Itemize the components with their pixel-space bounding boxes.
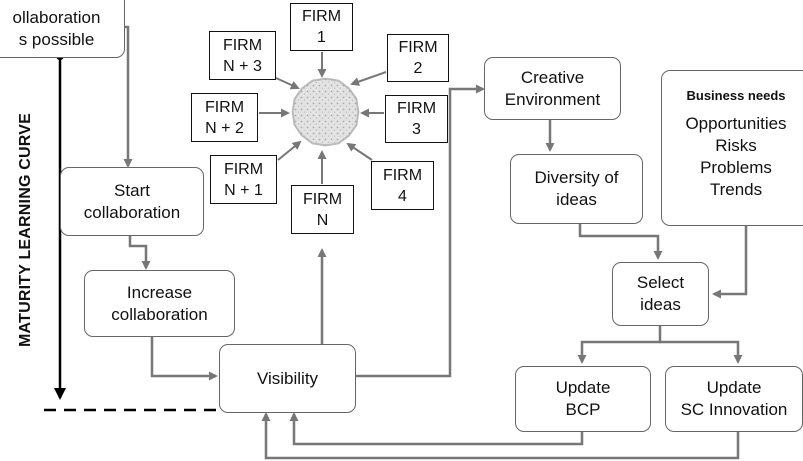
diversity-of-ideas-box: Diversity of ideas <box>510 154 643 224</box>
arrow-firmn3-to-star <box>275 77 300 90</box>
select-ideas-box: Select ideas <box>612 262 709 326</box>
business-need-item: Trends <box>709 180 763 199</box>
network-star-texture <box>292 78 359 146</box>
arrow-increase-to-visibility <box>150 337 218 381</box>
firm-3-box: FIRM 3 <box>385 95 448 143</box>
business-needs-title: Business needs <box>686 88 786 103</box>
firm-n2-box: FIRM N + 2 <box>191 93 258 142</box>
arrow-top-to-start <box>123 25 133 168</box>
visibility-box: Visibility <box>219 344 356 413</box>
arrow-firm2-to-star <box>350 71 387 86</box>
firm-2-box: FIRM 2 <box>387 34 449 82</box>
firm-n3-box: FIRM N + 3 <box>209 31 276 80</box>
firm-n1-box: FIRM N + 1 <box>210 155 277 204</box>
creative-environment-box: Creative Environment <box>484 57 621 120</box>
start-collaboration-box: Start collaboration <box>60 167 204 236</box>
business-need-item: Opportunities <box>685 114 787 133</box>
arrow-firm4-to-star <box>346 142 373 161</box>
arrow-select-to-sc <box>660 340 743 364</box>
arrow-start-to-increase <box>128 236 151 270</box>
arrow-needs-to-select <box>712 226 748 299</box>
increase-collaboration-box: Increase collaboration <box>84 270 235 337</box>
collaboration-possible-line2: s possible <box>18 30 95 49</box>
firm-1-box: FIRM 1 <box>290 3 353 51</box>
arrow-firmn1-to-star <box>277 140 302 161</box>
arrow-bcp-feedback <box>289 412 584 446</box>
update-bcp-box: Update BCP <box>515 366 651 432</box>
business-need-item: Problems <box>700 158 772 177</box>
arrow-select-to-bcp <box>577 326 662 364</box>
business-needs-box: Business needs Opportunities Risks Probl… <box>661 70 803 226</box>
firm-n-box: FIRM N <box>291 185 354 234</box>
arrow-sc-feedback <box>261 412 740 460</box>
collaboration-possible-line1: ollaboration <box>12 8 101 27</box>
business-need-item: Risks <box>715 136 757 155</box>
arrow-diversity-to-select <box>578 224 663 260</box>
firm-4-box: FIRM 4 <box>371 161 434 210</box>
update-sc-innovation-box: Update SC Innovation <box>665 366 803 432</box>
arrow-visibility-to-creative <box>356 84 485 378</box>
collaboration-possible-box: ollaboration s possible <box>0 0 125 58</box>
